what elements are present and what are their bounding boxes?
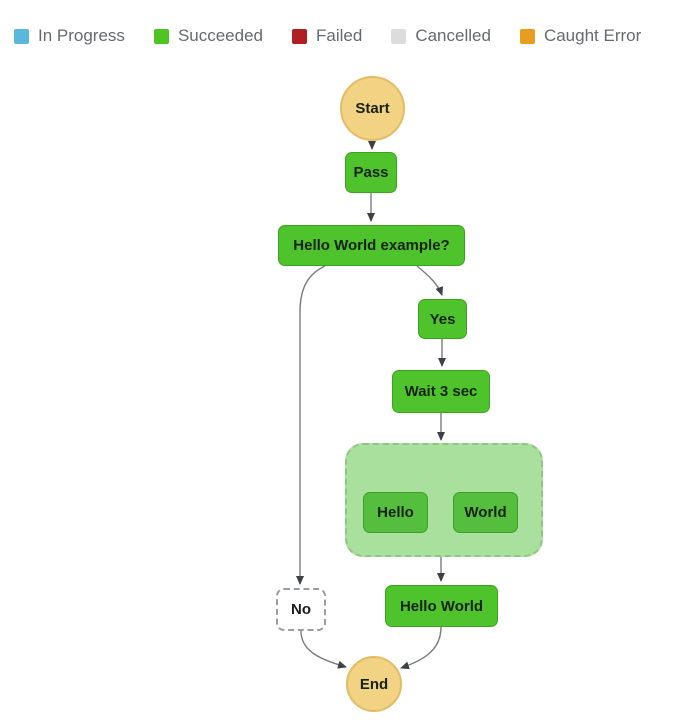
legend-item-caught-error: Caught Error bbox=[519, 26, 642, 46]
succeeded-swatch-icon bbox=[153, 28, 169, 44]
node-choice-hello-world-example[interactable]: Hello World example? bbox=[278, 225, 465, 266]
node-end[interactable]: End bbox=[346, 656, 402, 712]
cancelled-swatch-icon bbox=[391, 28, 407, 44]
node-pass[interactable]: Pass bbox=[345, 152, 397, 193]
legend-item-failed: Failed bbox=[292, 26, 362, 46]
edge-helloworld-to-end bbox=[400, 626, 442, 670]
legend-label-in-progress: In Progress bbox=[38, 26, 125, 45]
node-world[interactable]: World bbox=[453, 492, 518, 533]
failed-swatch-icon bbox=[292, 28, 308, 44]
node-hello-world[interactable]: Hello World bbox=[385, 585, 498, 627]
legend-item-succeeded: Succeeded bbox=[153, 26, 264, 46]
node-no[interactable]: No bbox=[276, 588, 326, 631]
node-start[interactable]: Start bbox=[340, 76, 405, 141]
legend-item-in-progress: In Progress bbox=[14, 26, 125, 46]
edge-no-to-end bbox=[300, 630, 347, 669]
legend-label-failed: Failed bbox=[316, 26, 363, 45]
caught-error-swatch-icon bbox=[519, 28, 535, 44]
node-hello[interactable]: Hello bbox=[363, 492, 428, 533]
edge-choice-to-yes bbox=[416, 265, 444, 296]
node-wait-3-sec[interactable]: Wait 3 sec bbox=[392, 370, 490, 413]
node-yes[interactable]: Yes bbox=[418, 299, 467, 339]
edge-choice-to-no bbox=[296, 265, 326, 585]
legend-label-caught-error: Caught Error bbox=[543, 26, 642, 45]
status-legend: In Progress Succeeded Failed Cancelled C… bbox=[14, 26, 641, 46]
in-progress-swatch-icon bbox=[14, 28, 29, 44]
legend-label-cancelled: Cancelled bbox=[415, 26, 491, 45]
legend-item-cancelled: Cancelled bbox=[391, 26, 491, 46]
legend-label-succeeded: Succeeded bbox=[177, 26, 264, 45]
